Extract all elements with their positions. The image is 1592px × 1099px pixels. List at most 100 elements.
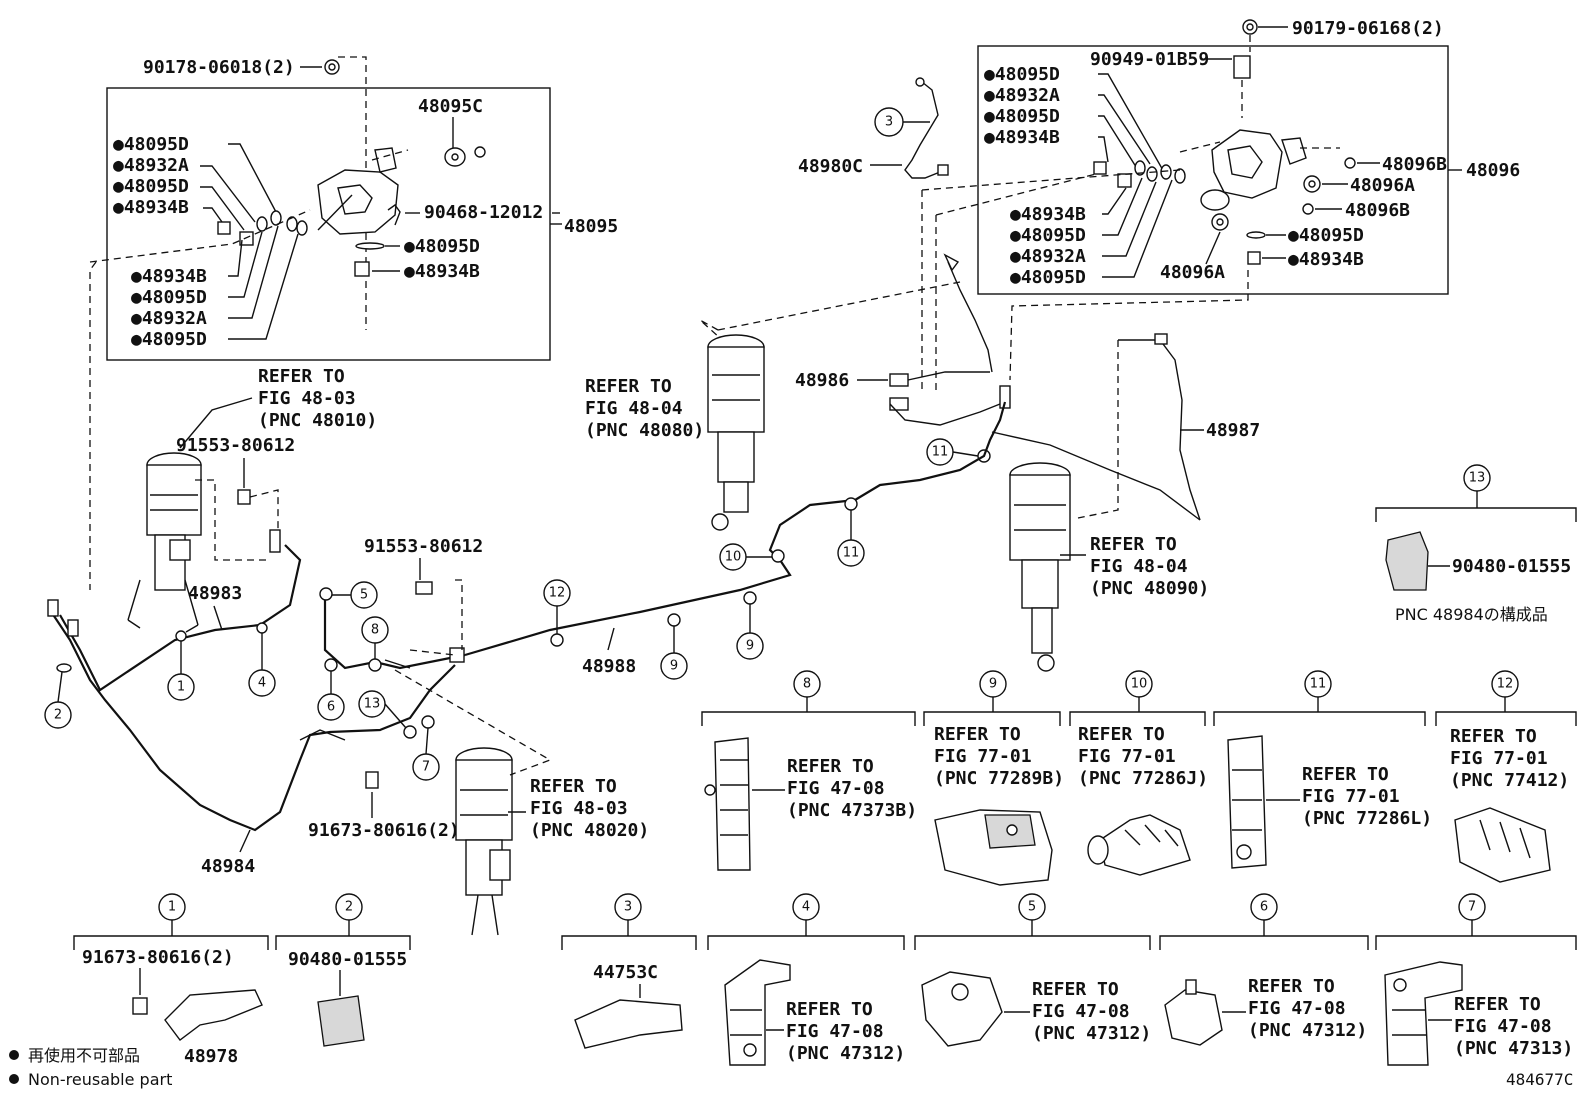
svg-text:3: 3 <box>885 115 893 130</box>
svg-text:5: 5 <box>360 588 368 603</box>
svg-text:1: 1 <box>168 900 176 915</box>
svg-text:●48932A: ●48932A <box>113 155 189 176</box>
svg-text:(PNC 47312): (PNC 47312) <box>1032 1023 1151 1044</box>
label-48095: 48095 <box>564 216 618 237</box>
svg-text:9: 9 <box>670 659 678 674</box>
clamp-icon <box>1384 961 1463 1066</box>
detail-box-9: 9 REFER TO FIG 77-01 (PNC 77289B) <box>923 670 1064 886</box>
svg-text:(PNC 47373B): (PNC 47373B) <box>787 800 917 821</box>
bolt-91553-b: 91553-80612 <box>364 536 483 595</box>
svg-text:7: 7 <box>422 760 430 775</box>
svg-text:●48934B: ●48934B <box>404 261 480 282</box>
label-48983: 48983 <box>188 583 242 604</box>
svg-text:●48095D: ●48095D <box>113 176 189 197</box>
label-48096A-b: 48096A <box>1160 262 1225 283</box>
svg-text:FIG 47-08: FIG 47-08 <box>1248 998 1346 1019</box>
detail-box-5: 5 REFER TO FIG 47-08 (PNC 47312) <box>914 893 1151 1047</box>
svg-text:●48095D: ●48095D <box>131 287 207 308</box>
svg-text:REFER TO: REFER TO <box>786 999 873 1020</box>
svg-text:11: 11 <box>843 546 860 561</box>
detail-box-6: 6 REFER TO FIG 47-08 (PNC 47312) <box>1159 893 1369 1046</box>
refer-48090: REFER TO FIG 48-04 (PNC 48090) <box>1090 534 1209 599</box>
svg-text:REFER TO: REFER TO <box>1248 976 1335 997</box>
svg-text:4: 4 <box>802 900 810 915</box>
label-48096: 48096 <box>1466 160 1520 181</box>
right-list-bottom: ●48934B ●48095D ●48932A ●48095D <box>1010 204 1086 288</box>
nut-icon <box>324 59 340 75</box>
clip-icon <box>317 995 365 1047</box>
svg-text:(PNC 48090): (PNC 48090) <box>1090 578 1209 599</box>
label-90949: 90949-01B59 <box>1090 49 1209 70</box>
clamp-icon <box>1454 807 1551 883</box>
svg-text:●48095D: ●48095D <box>404 236 480 257</box>
svg-text:90480-01555: 90480-01555 <box>288 949 407 970</box>
detail-box-7: 7 REFER TO FIG 47-08 (PNC 47313) <box>1375 893 1577 1066</box>
clamp-icon <box>724 959 791 1066</box>
svg-text:(PNC 48010): (PNC 48010) <box>258 410 377 431</box>
svg-text:FIG 48-03: FIG 48-03 <box>530 798 628 819</box>
harness-48986: 48986 11 <box>795 253 1011 501</box>
svg-text:10: 10 <box>725 550 742 565</box>
clamp-icon <box>714 737 751 871</box>
svg-text:REFER TO: REFER TO <box>1090 534 1177 555</box>
label-90178: 90178-06018(2) <box>143 57 295 78</box>
svg-text:(PNC 47313): (PNC 47313) <box>1454 1038 1573 1059</box>
valve-body-icon <box>1211 129 1283 199</box>
svg-text:9: 9 <box>989 677 997 692</box>
label-48096B-a: 48096B <box>1382 154 1447 175</box>
svg-text:13: 13 <box>1469 471 1486 486</box>
svg-text:REFER TO: REFER TO <box>934 724 1021 745</box>
bolt-91553-a: 91553-80612 <box>176 435 295 561</box>
svg-text:4: 4 <box>258 676 266 691</box>
svg-text:91673-80616(2): 91673-80616(2) <box>82 947 234 968</box>
label-48096B-b: 48096B <box>1345 200 1410 221</box>
svg-text:91553-80612: 91553-80612 <box>176 435 295 456</box>
bracket-icon <box>574 999 683 1049</box>
label-48095C: 48095C <box>418 96 483 117</box>
detail-box-8: 8 REFER TO FIG 47-08 (PNC 47373B) <box>701 670 917 871</box>
height-sensor-48980C: 3 48980C <box>798 77 949 179</box>
legend-jp: 再使用不可部品 <box>28 1046 140 1065</box>
svg-text:(PNC 47312): (PNC 47312) <box>786 1043 905 1064</box>
air-spring-48080: REFER TO FIG 48-04 (PNC 48080) <box>585 281 961 531</box>
svg-text:FIG 48-03: FIG 48-03 <box>258 388 356 409</box>
svg-text:●48934B: ●48934B <box>1010 204 1086 225</box>
svg-text:FIG 48-04: FIG 48-04 <box>1090 556 1188 577</box>
svg-text:●48095D: ●48095D <box>131 329 207 350</box>
svg-text:REFER TO: REFER TO <box>787 756 874 777</box>
svg-text:●48932A: ●48932A <box>131 308 207 329</box>
label-48980C: 48980C <box>798 156 863 177</box>
svg-text:7: 7 <box>1468 900 1476 915</box>
svg-text:11: 11 <box>932 445 949 460</box>
clamp-icon <box>921 971 1003 1047</box>
clip-icon <box>1385 531 1429 591</box>
clamp-icon <box>1227 735 1267 869</box>
svg-text:13: 13 <box>364 697 381 712</box>
svg-text:48978: 48978 <box>184 1046 238 1067</box>
svg-text:●48095D: ●48095D <box>1288 225 1364 246</box>
svg-text:●48934B: ●48934B <box>1288 249 1364 270</box>
svg-text:12: 12 <box>549 586 566 601</box>
detail-box-3: 3 44753C <box>561 893 697 1049</box>
svg-text:6: 6 <box>327 700 335 715</box>
svg-text:FIG 47-08: FIG 47-08 <box>1454 1016 1552 1037</box>
svg-text:FIG 77-01: FIG 77-01 <box>1450 748 1548 769</box>
svg-text:●48934B: ●48934B <box>113 197 189 218</box>
pipe-callouts: 1 2 4 5 6 7 8 13 9 9 10 11 12 <box>44 497 865 781</box>
svg-text:REFER TO: REFER TO <box>258 366 345 387</box>
svg-text:90480-01555: 90480-01555 <box>1452 556 1571 577</box>
right-list-top: ●48095D ●48932A ●48095D ●48934B <box>984 64 1060 148</box>
clamp-icon <box>1099 814 1191 876</box>
svg-text:FIG 47-08: FIG 47-08 <box>786 1021 884 1042</box>
svg-text:9: 9 <box>746 639 754 654</box>
refer-48080: REFER TO FIG 48-04 (PNC 48080) <box>585 376 704 441</box>
detail-box-12: 12 REFER TO FIG 77-01 (PNC 77412) <box>1435 670 1577 883</box>
svg-text:(PNC 77286L): (PNC 77286L) <box>1302 808 1432 829</box>
svg-text:6: 6 <box>1260 900 1268 915</box>
detail-box-2: 2 90480-01555 <box>275 893 411 1047</box>
detail-box-4: 4 REFER TO FIG 47-08 (PNC 47312) <box>707 893 905 1066</box>
svg-text:(PNC 77412): (PNC 77412) <box>1450 770 1569 791</box>
svg-text:FIG 47-08: FIG 47-08 <box>1032 1001 1130 1022</box>
detail-box-10: 10 REFER TO FIG 77-01 (PNC 77286J) <box>1069 670 1208 876</box>
